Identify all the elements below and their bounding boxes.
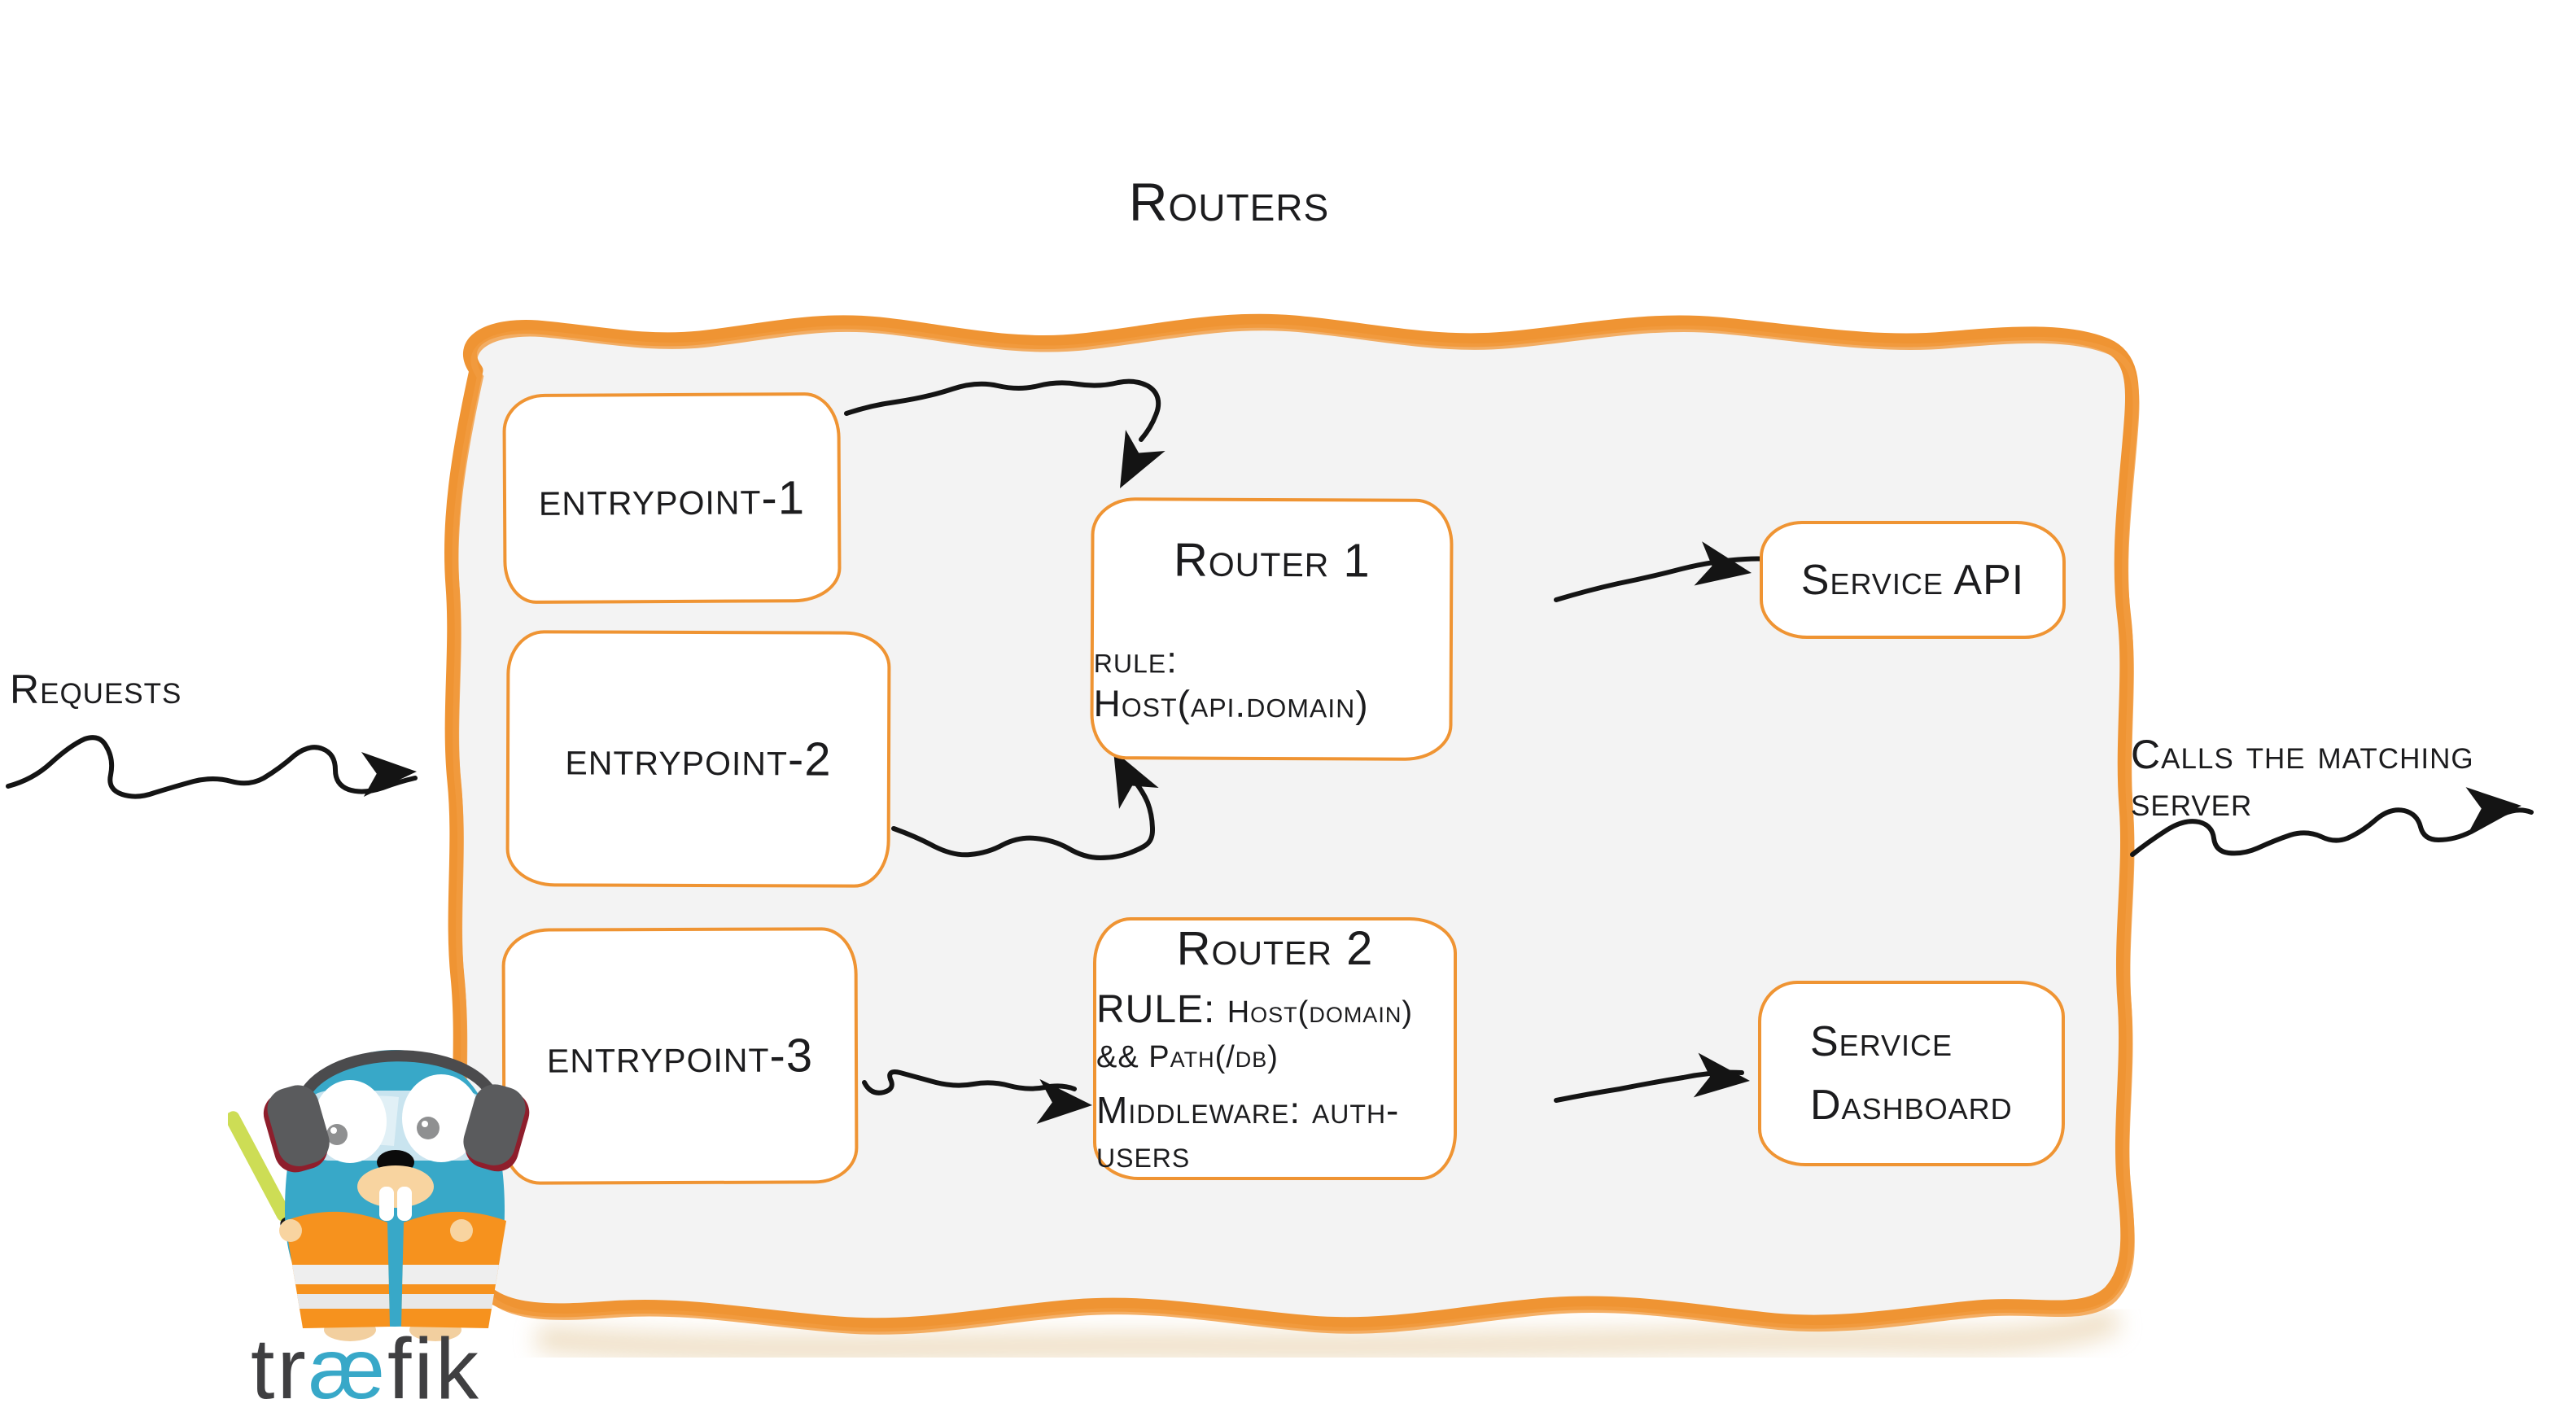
arrow-entrypoint1-to-router1	[844, 378, 1161, 442]
traefik-wordmark: træfik	[251, 1320, 481, 1408]
router-2-name: Router 2	[1176, 921, 1374, 975]
wordmark-ae: æ	[308, 1321, 388, 1408]
wordmark-pre: tr	[251, 1321, 308, 1408]
entrypoint-1-label: entrypoint-1	[538, 470, 806, 526]
arrowhead-router1-api	[1694, 541, 1752, 586]
panel-bottom-shadow	[536, 1306, 2122, 1362]
arrowhead-ep3-router2	[1036, 1078, 1092, 1124]
arrowhead-ep1-router1	[1120, 430, 1166, 488]
gopher-eye-right	[402, 1074, 480, 1162]
router-1-rule: rule: Host(api.domain)	[1093, 637, 1369, 726]
arrowhead-router2-dashboard	[1693, 1052, 1750, 1098]
calls-matching-server-label: Calls the matching server	[2131, 732, 2474, 824]
wordmark-post: fik	[387, 1321, 482, 1408]
arrowhead-ep2-router1	[1113, 750, 1159, 809]
gopher-hand-left	[279, 1219, 302, 1242]
requests-label: Requests	[10, 667, 182, 712]
arrow-requests-in	[6, 735, 418, 799]
arrowhead-requests	[361, 751, 417, 798]
entrypoint-1-box: entrypoint-1	[502, 391, 842, 605]
router-1-name: Router 1	[1173, 532, 1371, 588]
arrowhead-calls-out	[2465, 787, 2521, 833]
gopher-tooth-right	[397, 1187, 412, 1221]
entrypoint-3-label: entrypoint-3	[546, 1029, 814, 1083]
router-2-rule-value: Host(domain) && Path(/db)	[1096, 995, 1413, 1074]
gopher-pupil-left-glint	[330, 1127, 337, 1134]
entrypoint-2-label: entrypoint-2	[565, 732, 832, 786]
traefik-gopher	[225, 1050, 530, 1341]
router-2-box: Router 2 RULE: Host(domain) && Path(/db)…	[1093, 917, 1457, 1180]
gopher-pupil-right	[417, 1117, 440, 1139]
gopher-hand-right	[450, 1219, 473, 1242]
service-api-box: Service API	[1760, 521, 2066, 639]
traefik-gopher-logo	[225, 1008, 586, 1341]
gopher-pupil-right-glint	[422, 1121, 428, 1127]
router-1-box: Router 1 rule: Host(api.domain)	[1090, 497, 1454, 761]
entrypoint-2-box: entrypoint-2	[505, 630, 891, 888]
gopher-headphones-icon	[263, 1050, 530, 1173]
gopher-tooth-left	[379, 1187, 394, 1221]
router-2-middleware: Middleware: auth-users	[1096, 1089, 1400, 1176]
service-dashboard-label-line2: Dashboard	[1810, 1082, 2013, 1129]
arrow-entrypoint2-to-router1	[891, 779, 1155, 860]
arrow-entrypoint3-to-router2	[862, 1069, 1077, 1095]
gopher-muzzle	[357, 1165, 434, 1208]
service-dashboard-box: Service Dashboard	[1758, 981, 2065, 1166]
service-api-label: Service API	[1800, 556, 2025, 604]
service-dashboard-label-line1: Service	[1810, 1018, 1953, 1065]
gopher-pupil-left	[326, 1124, 348, 1145]
router-2-rule-label: RULE:	[1096, 987, 1216, 1031]
page-title: Routers	[1128, 172, 1330, 232]
arrow-calls-out	[2130, 807, 2534, 857]
router-2-rule: RULE: Host(domain) && Path(/db)	[1096, 987, 1454, 1077]
arrow-router1-to-service-api	[1554, 556, 1795, 602]
